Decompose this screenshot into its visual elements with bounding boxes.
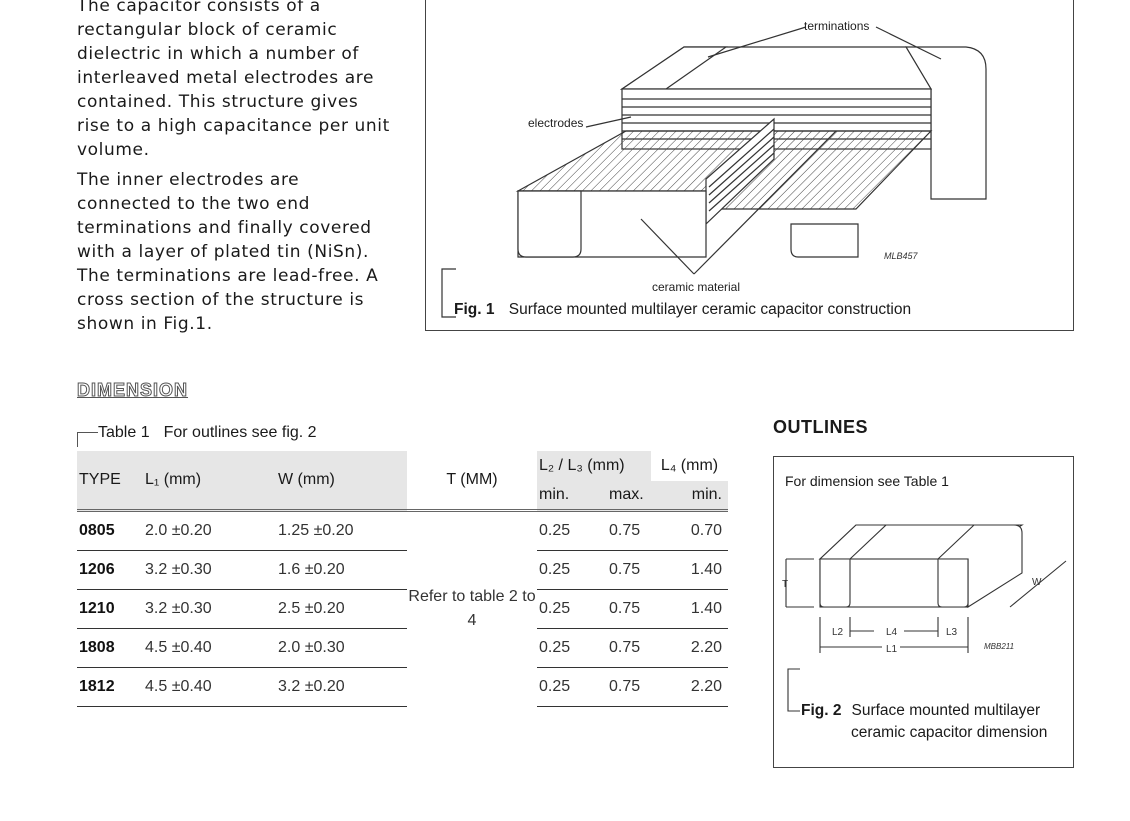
table-caption-text: For outlines see fig. 2 xyxy=(163,424,317,441)
cell-l4-min: 0.70 xyxy=(651,510,728,551)
cell-type: 1808 xyxy=(77,628,143,668)
cell-l23-min: 0.25 xyxy=(537,628,599,668)
header-type: TYPE xyxy=(77,451,143,511)
table-row: 1206 3.2 ±0.30 1.6 ±0.20 0.25 0.75 1.40 xyxy=(77,550,728,590)
cell-w: 2.5 ±0.20 xyxy=(276,589,407,629)
outlines-heading: OUTLINES xyxy=(773,417,869,437)
ceramic-material-label: ceramic material xyxy=(652,280,740,294)
table-row: 1210 3.2 ±0.30 2.5 ±0.20 0.25 0.75 1.40 xyxy=(77,589,728,629)
table-caption: Table 1 For outlines see fig. 2 xyxy=(98,424,317,442)
cell-type: 1210 xyxy=(77,589,143,629)
header-l4: L₄ (mm) xyxy=(660,457,719,474)
cell-type: 1812 xyxy=(77,667,143,707)
intro-paragraph-2: The inner electrodes are connected to th… xyxy=(77,170,379,334)
cell-l1: 4.5 ±0.40 xyxy=(143,667,276,707)
header-w: W (mm) xyxy=(276,451,407,511)
figure-2-caption: Fig. 2 Surface mounted multilayer ceramic… xyxy=(801,700,1047,744)
cell-w: 3.2 ±0.20 xyxy=(276,667,407,707)
cell-l23-min: 0.25 xyxy=(537,510,599,551)
cell-type: 1206 xyxy=(77,550,143,590)
figure-1-caption-text: Surface mounted multilayer ceramic capac… xyxy=(508,301,912,318)
header-t: T (MM) xyxy=(446,471,498,488)
table-caption-bracket xyxy=(77,432,98,447)
figure-1-number: Fig. 1 xyxy=(454,301,495,318)
cell-l4-min: 1.40 xyxy=(651,550,728,590)
figure-2-code-label: MBB211 xyxy=(984,642,1014,651)
table-number: Table 1 xyxy=(98,424,150,441)
outline-note: For dimension see Table 1 xyxy=(785,473,949,489)
cell-type: 0805 xyxy=(77,510,143,551)
cell-l23-max: 0.75 xyxy=(599,667,651,707)
cell-l23-min: 0.25 xyxy=(537,667,599,707)
dimension-heading: DIMENSION xyxy=(76,380,189,401)
cell-l23-max: 0.75 xyxy=(599,589,651,629)
l3-dim-label: L3 xyxy=(946,627,958,638)
cell-w: 1.25 ±0.20 xyxy=(276,510,407,551)
figure-2-caption-line-1: Surface mounted multilayer xyxy=(851,702,1041,719)
cell-l1: 3.2 ±0.30 xyxy=(143,550,276,590)
figure-2-number: Fig. 2 xyxy=(801,702,842,719)
cell-l23-min: 0.25 xyxy=(537,589,599,629)
terminations-label: terminations xyxy=(804,19,869,33)
figure-1-box: terminations electrodes ceramic material… xyxy=(425,0,1074,331)
capacitor-construction-diagram: terminations electrodes ceramic material… xyxy=(441,19,987,318)
cell-l4-min: 1.40 xyxy=(651,589,728,629)
dimension-table: TYPE L₁ (mm) W (mm) T (MM) L₂ / L₃ (mm) … xyxy=(77,451,728,707)
header-l2-l3-min: min. xyxy=(537,481,599,511)
cell-l4-min: 2.20 xyxy=(651,667,728,707)
cell-l1: 4.5 ±0.40 xyxy=(143,628,276,668)
header-l1: L₁ (mm) xyxy=(143,451,276,511)
electrodes-label: electrodes xyxy=(528,116,583,130)
table-row: 1812 4.5 ±0.40 3.2 ±0.20 0.25 0.75 2.20 xyxy=(77,667,728,707)
l2-dim-label: L2 xyxy=(832,627,844,638)
l4-dim-label: L4 xyxy=(886,627,898,638)
cell-l23-max: 0.75 xyxy=(599,628,651,668)
table-row: 0805 2.0 ±0.20 1.25 ±0.20 Refer to table… xyxy=(77,510,728,629)
header-l2-l3-max: max. xyxy=(599,481,651,511)
t-dim-label: T xyxy=(782,579,788,590)
figure-2-caption-line-2: ceramic capacitor dimension xyxy=(851,724,1048,741)
cell-l23-max: 0.75 xyxy=(599,550,651,590)
cell-t-refer: Refer to table 2 to 4 xyxy=(407,511,537,707)
cell-l1: 2.0 ±0.20 xyxy=(143,510,276,551)
table-row: 1808 4.5 ±0.40 2.0 ±0.30 0.25 0.75 2.20 xyxy=(77,628,728,668)
intro-paragraph-1: The capacitor consists of a rectangular … xyxy=(77,0,390,160)
l1-dim-label: L1 xyxy=(886,644,898,655)
cell-l23-min: 0.25 xyxy=(537,550,599,590)
cell-w: 2.0 ±0.30 xyxy=(276,628,407,668)
cell-w: 1.6 ±0.20 xyxy=(276,550,407,590)
w-dim-label: W xyxy=(1032,577,1042,588)
header-l4-min: min. xyxy=(651,481,728,511)
figure-code-label: MLB457 xyxy=(884,251,919,261)
cell-l23-max: 0.75 xyxy=(599,510,651,551)
figure-1-caption: Fig. 1 Surface mounted multilayer cerami… xyxy=(454,301,911,319)
cell-l1: 3.2 ±0.30 xyxy=(143,589,276,629)
figure-2-box: For dimension see Table 1 xyxy=(773,456,1074,768)
cell-l4-min: 2.20 xyxy=(651,628,728,668)
intro-text: The capacitor consists of a rectangular … xyxy=(77,0,397,342)
refer-text: Refer to table 2 to 4 xyxy=(408,588,536,630)
header-l2-l3: L₂ / L₃ (mm) xyxy=(537,451,651,481)
capacitor-dimension-diagram: T W L2 L4 L3 L1 MBB211 xyxy=(782,524,1067,712)
